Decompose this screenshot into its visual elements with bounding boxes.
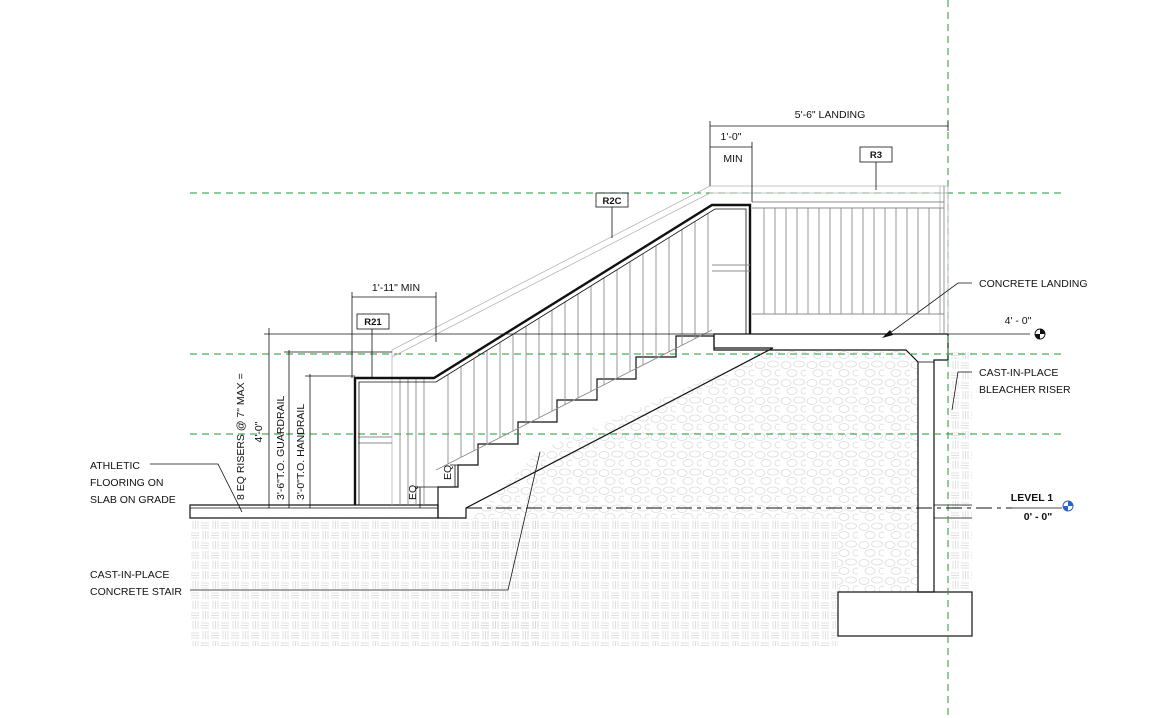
level-elev-text: 0' - 0" bbox=[1024, 511, 1053, 523]
concrete-stair-text-1: CAST-IN-PLACE bbox=[90, 569, 169, 581]
leader-concrete-landing bbox=[885, 282, 972, 337]
leader-concrete-landing-arrow bbox=[882, 330, 893, 338]
guardrail-note-text: 3'-6"T.O. GUARDRAIL bbox=[275, 396, 287, 500]
leader-bleacher-riser bbox=[951, 371, 972, 411]
bottom-extension-pickets bbox=[358, 379, 425, 505]
earth-hatch-right bbox=[948, 352, 972, 592]
athletic-text-1: ATHLETIC bbox=[90, 460, 140, 472]
eq-text-2: EQ bbox=[442, 465, 454, 480]
concrete-footing bbox=[837, 591, 973, 637]
gravel-fill-under-stair bbox=[472, 350, 918, 592]
handrail-note-text: 3'-0"T.O. HANDRAIL bbox=[295, 404, 307, 500]
earth-hatch-under-stair bbox=[466, 518, 838, 646]
level-1-marker bbox=[1062, 500, 1074, 512]
bleacher-riser-text-1: CAST-IN-PLACE bbox=[979, 367, 1058, 379]
athletic-text-3: SLAB ON GRADE bbox=[90, 494, 176, 506]
dim-landing bbox=[709, 121, 949, 186]
tag-r3: R3 bbox=[870, 150, 882, 161]
athletic-text-2: FLOORING ON bbox=[90, 477, 164, 489]
leader-concrete-stair bbox=[190, 451, 541, 591]
landing-dim-text: 5'-6" LANDING bbox=[795, 109, 866, 121]
bleacher-riser-wall bbox=[917, 361, 935, 593]
elev-4ft-text: 4' - 0" bbox=[1005, 315, 1032, 327]
stair-guardrail-balusters bbox=[447, 213, 709, 464]
leader-athletic-flooring bbox=[150, 463, 243, 513]
tag-r21: R21 bbox=[364, 317, 382, 328]
slab-on-grade bbox=[189, 504, 439, 519]
one-foot-dim-text: 1'-0" bbox=[721, 131, 742, 143]
tag-r2c: R2C bbox=[602, 196, 621, 207]
risers-note-text-2: 4'-0" bbox=[253, 421, 265, 442]
handrail bbox=[353, 203, 752, 505]
tag-r21-box bbox=[356, 313, 390, 330]
risers-note-text-1: 8 EQ RISERS @ 7" MAX = bbox=[235, 373, 247, 500]
concrete-stair-text-2: CONCRETE STAIR bbox=[90, 586, 182, 598]
landing-guardrail bbox=[752, 186, 945, 334]
handrail-ext-dim-text: 1'-11" MIN bbox=[372, 282, 420, 294]
handrail-inner bbox=[358, 208, 747, 505]
level-name-text: LEVEL 1 bbox=[1011, 492, 1054, 504]
tag-r2c-box bbox=[595, 192, 629, 208]
guardrail-bottom-rail bbox=[435, 329, 713, 471]
min-text: MIN bbox=[723, 153, 742, 165]
tag-r3-box bbox=[859, 146, 893, 163]
dim-one-foot bbox=[710, 142, 753, 202]
eq-text-1: EQ bbox=[407, 485, 419, 500]
level-4ft-marker bbox=[1034, 328, 1046, 340]
bleacher-riser-text-2: BLEACHER RISER bbox=[979, 384, 1071, 396]
dim-handrail-ext bbox=[351, 292, 437, 378]
concrete-landing-text: CONCRETE LANDING bbox=[979, 278, 1088, 290]
